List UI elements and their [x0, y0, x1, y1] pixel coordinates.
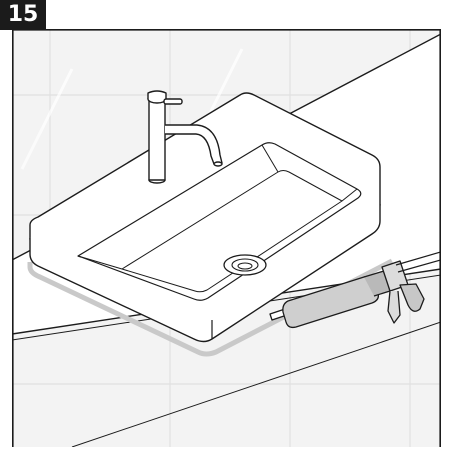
- washbasin-icon: [27, 92, 394, 357]
- drain-icon: [223, 254, 267, 276]
- step-number: 15: [7, 2, 39, 27]
- step-number-badge: 15: [0, 0, 46, 30]
- caulking-gun-icon: [269, 251, 441, 329]
- faucet-icon: [147, 90, 223, 184]
- installation-illustration: [12, 29, 441, 447]
- illustration-frame: [12, 29, 441, 447]
